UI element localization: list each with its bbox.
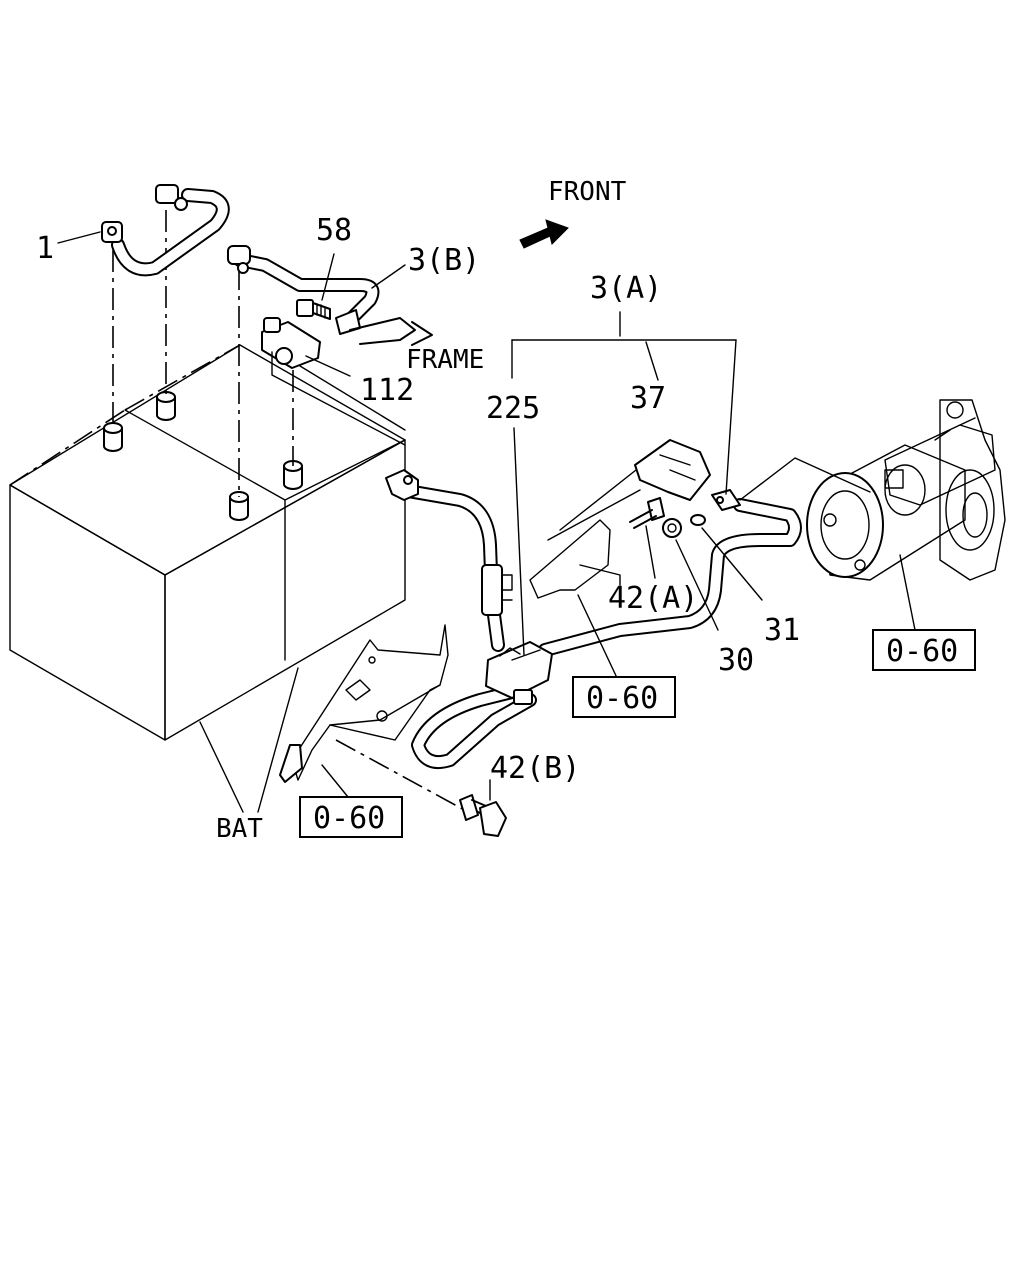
battery bbox=[9, 344, 406, 741]
nut-30 bbox=[662, 518, 682, 538]
ref-box-harness[interactable]: 0-60 bbox=[572, 676, 676, 718]
label-part-42b: 42(B) bbox=[490, 751, 580, 786]
label-part-30: 30 bbox=[718, 643, 754, 678]
bolt-58 bbox=[296, 299, 331, 320]
label-part-58: 58 bbox=[316, 213, 352, 248]
frame-arrow-icon bbox=[411, 321, 433, 346]
ref-box-bracket[interactable]: 0-60 bbox=[299, 796, 403, 838]
ref-text-starter: 0-60 bbox=[886, 634, 958, 669]
label-front: FRONT bbox=[548, 177, 627, 207]
label-part-1: 1 bbox=[36, 231, 54, 266]
label-bat: BAT bbox=[216, 814, 263, 844]
cable-bracket bbox=[529, 489, 641, 599]
battery-tray-bracket bbox=[279, 624, 449, 783]
battery-terminal-3 bbox=[229, 491, 249, 521]
label-part-37: 37 bbox=[630, 381, 666, 416]
ref-text-harness: 0-60 bbox=[586, 681, 658, 716]
front-arrow-icon bbox=[519, 219, 569, 249]
ref-text-bracket: 0-60 bbox=[313, 801, 385, 836]
battery-terminal-1 bbox=[103, 422, 123, 452]
label-part-112: 112 bbox=[360, 373, 414, 408]
cable-3a bbox=[385, 469, 802, 770]
label-frame: FRAME bbox=[406, 345, 484, 375]
label-part-225: 225 bbox=[486, 391, 540, 426]
cable-3b bbox=[227, 245, 416, 345]
terminal-cover-37 bbox=[559, 439, 711, 531]
label-part-31: 31 bbox=[764, 613, 800, 648]
battery-link-cable bbox=[101, 184, 230, 277]
label-part-3a: 3(A) bbox=[590, 271, 662, 306]
bolt-42a bbox=[629, 497, 665, 529]
label-part-3b: 3(B) bbox=[408, 243, 480, 278]
washer-31 bbox=[690, 514, 706, 526]
starter-motor bbox=[739, 399, 1006, 581]
bolt-42b bbox=[459, 794, 507, 837]
label-part-42a: 42(A) bbox=[608, 581, 698, 616]
battery-terminal-2 bbox=[156, 391, 176, 421]
clip-225 bbox=[485, 641, 553, 705]
terminal-112 bbox=[261, 317, 406, 446]
ref-box-starter[interactable]: 0-60 bbox=[872, 629, 976, 671]
